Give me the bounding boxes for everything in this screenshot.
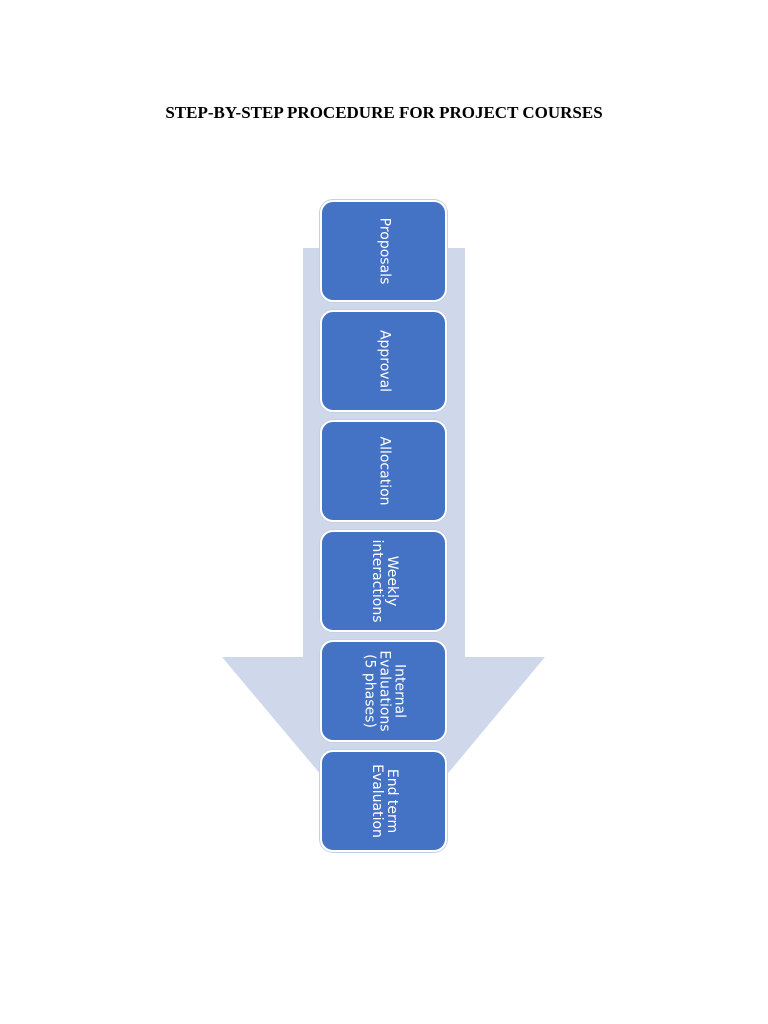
step-label: End term Evaluation	[368, 764, 400, 838]
step-label-line: Internal	[391, 664, 407, 718]
step-label-line: Evaluation	[368, 764, 385, 838]
step-label: Allocation	[376, 436, 392, 506]
step-label: Weekly interactions	[368, 539, 400, 623]
step-proposals: Proposals	[320, 200, 447, 302]
step-label-line: Evaluations	[376, 650, 392, 732]
page-title: STEP-BY-STEP PROCEDURE FOR PROJECT COURS…	[165, 103, 603, 122]
step-label-line: (5 phases)	[361, 654, 377, 728]
step-allocation: Allocation	[320, 420, 447, 522]
step-label-line: Weekly	[383, 555, 400, 607]
step-weekly-interactions: Weekly interactions	[320, 530, 447, 632]
step-approval: Approval	[320, 310, 447, 412]
step-label: Approval	[376, 329, 392, 393]
step-internal-evaluations: Internal Evaluations (5 phases)	[320, 640, 447, 742]
step-label-line: End term	[383, 768, 400, 834]
step-label-line: Proposals	[376, 217, 392, 285]
step-label: Proposals	[376, 217, 392, 285]
step-label-line: interactions	[368, 539, 385, 623]
step-label-line: Allocation	[376, 436, 392, 506]
step-label-line: Approval	[376, 329, 392, 393]
step-label: Internal Evaluations (5 phases)	[361, 650, 407, 732]
step-end-term-evaluation: End term Evaluation	[320, 750, 447, 852]
